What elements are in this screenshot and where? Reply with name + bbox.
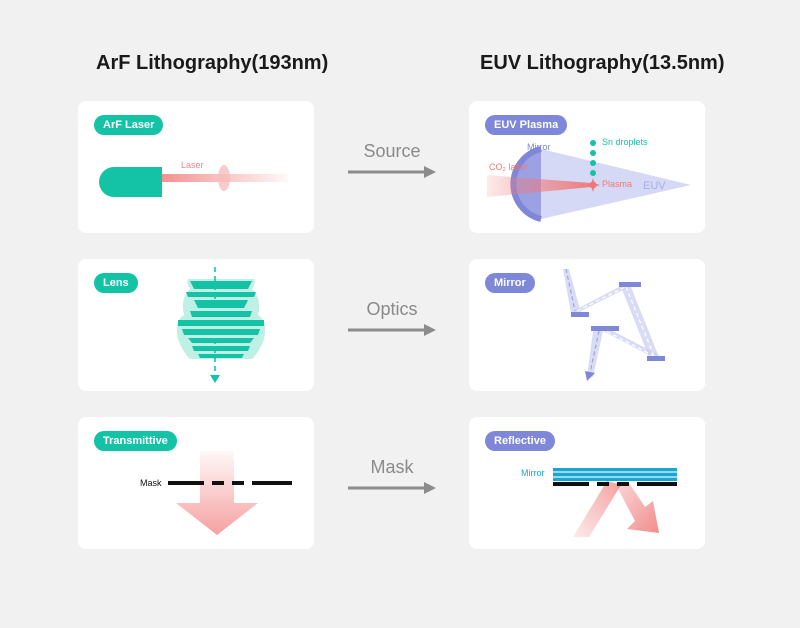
down-arrow-icon xyxy=(585,371,595,381)
source-label: Source xyxy=(363,141,421,161)
tag-mirror: Mirror xyxy=(485,273,535,293)
reflective-mask-illustration: Mirror xyxy=(521,468,677,537)
absorber-pattern xyxy=(553,482,677,486)
source-connector: Source xyxy=(346,141,438,181)
euv-plasma-illustration: Mirror Sn droplets CO₂ laser Plasma EUV xyxy=(487,137,691,222)
tag-transmittive: Transmittive xyxy=(94,431,177,451)
tag-reflective: Reflective xyxy=(485,431,555,451)
mirror-label: Mirror xyxy=(527,142,551,152)
mirror-layer-label: Mirror xyxy=(521,468,545,478)
reflective-card: Mirror Reflective xyxy=(469,417,705,549)
laser-emitter xyxy=(99,167,162,197)
plasma-burst-icon xyxy=(586,178,600,192)
sn-droplets-label: Sn droplets xyxy=(602,137,648,147)
right-arrow-icon xyxy=(348,482,436,494)
multilayer-mirror xyxy=(553,468,677,481)
mask-connector: Mask xyxy=(346,457,438,497)
arf-laser-illustration: Laser xyxy=(99,160,288,197)
euv-plasma-card: Mirror Sn droplets CO₂ laser Plasma EUV … xyxy=(469,101,705,233)
mirror-card: Mirror xyxy=(469,259,705,391)
mirror-optics-illustration xyxy=(563,268,665,381)
arf-laser-card: Laser ArF Laser xyxy=(78,101,314,233)
right-arrow-icon xyxy=(348,166,436,178)
transmittive-mask-illustration: Mask xyxy=(140,451,292,535)
tag-arf-laser: ArF Laser xyxy=(94,115,164,135)
transmittive-card: Mask Transmittive xyxy=(78,417,314,549)
right-arrow-icon xyxy=(348,324,436,336)
euv-cone xyxy=(541,149,691,219)
co2-laser-label: CO₂ laser xyxy=(489,162,528,172)
co2-beam xyxy=(487,175,591,197)
lens-elements xyxy=(178,281,264,358)
lens-card: Lens xyxy=(78,259,314,391)
optics-label: Optics xyxy=(366,299,418,319)
plasma-label: Plasma xyxy=(602,179,632,189)
tag-euv-plasma: EUV Plasma xyxy=(485,115,568,135)
down-arrow-icon xyxy=(210,375,220,383)
optics-connector: Optics xyxy=(346,299,438,339)
mask-label: Mask xyxy=(140,478,162,488)
euv-title: EUV Lithography(13.5nm) xyxy=(480,52,725,74)
sn-droplet xyxy=(590,170,596,176)
euv-label: EUV xyxy=(643,180,666,192)
mirror-elements xyxy=(571,282,665,361)
incident-euv-beam xyxy=(573,481,621,537)
laser-lens xyxy=(218,165,230,191)
euv-beam-paths xyxy=(563,269,659,377)
arf-title: ArF Lithography(193nm) xyxy=(96,52,329,74)
lens-illustration xyxy=(176,267,266,383)
reflected-euv-arrow xyxy=(615,483,659,533)
mask-pattern xyxy=(168,481,292,485)
transmitted-light-arrow xyxy=(176,451,258,535)
mask-connector-label: Mask xyxy=(370,457,414,477)
tag-lens: Lens xyxy=(94,273,138,293)
laser-label: Laser xyxy=(181,160,204,170)
